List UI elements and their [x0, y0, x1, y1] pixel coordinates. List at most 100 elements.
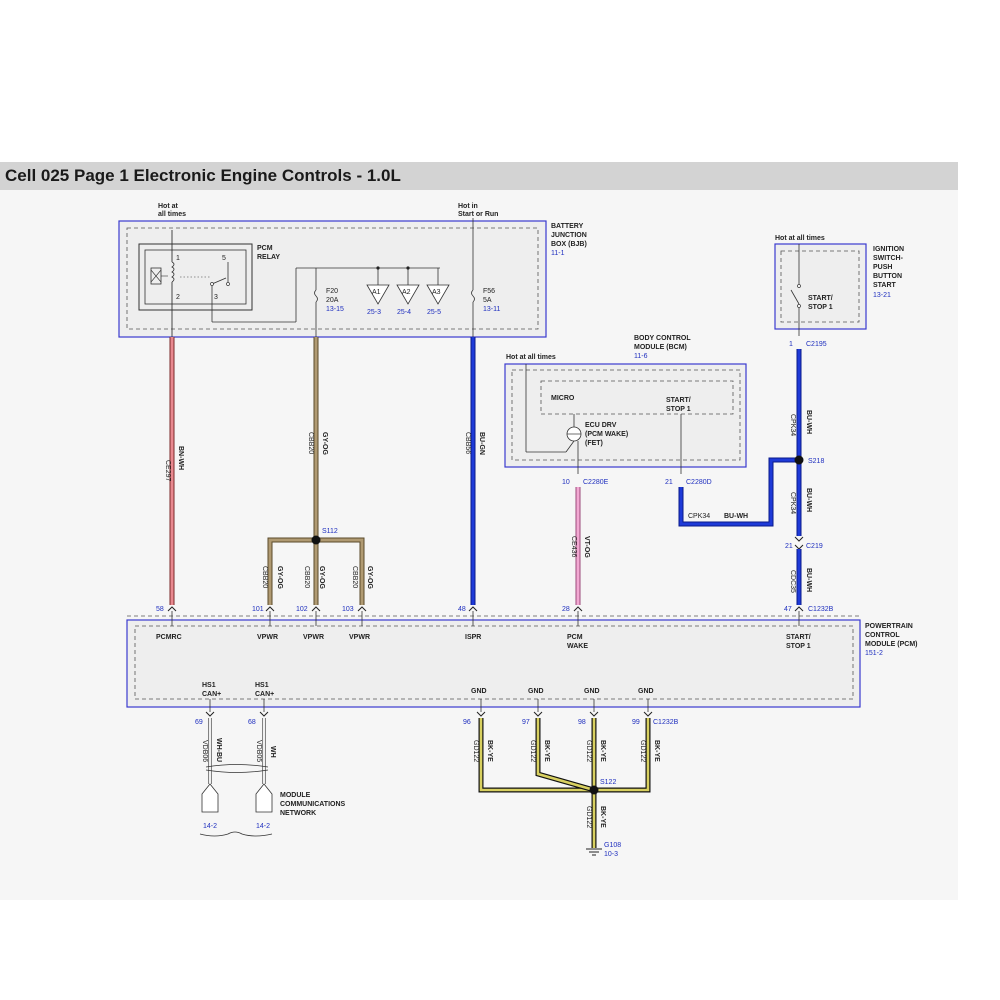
- vdb06-code: VDB06: [201, 740, 208, 762]
- c219-label: C219: [806, 543, 823, 550]
- ce297-color: BN-WH: [177, 446, 184, 470]
- bcm-pin-21: 21: [665, 479, 673, 486]
- cbb20-b1-code: CBB20: [261, 566, 268, 588]
- ign-start: START/: [808, 295, 833, 302]
- gd122-3-code: GD122: [585, 740, 592, 762]
- pcm-name-1: POWERTRAIN: [865, 623, 913, 630]
- can-pin-69: 69: [195, 719, 203, 726]
- bjb-start-run: Start or Run: [458, 211, 498, 218]
- pcm-can1-hs1: HS1: [202, 682, 216, 689]
- bcm-micro: MICRO: [551, 395, 575, 402]
- network-name-1: MODULE: [280, 792, 311, 799]
- wire-cbb56: CBB56 BU-GN: [464, 337, 485, 605]
- ign-name-3: PUSH: [873, 264, 892, 271]
- bcm-ref: 11-6: [634, 353, 648, 360]
- f20-ref: 13-15: [326, 306, 344, 313]
- ign-stop: STOP 1: [808, 304, 833, 311]
- ground-symbol-icon: [586, 848, 602, 856]
- ce436-color: VT-OG: [583, 536, 590, 558]
- f56-rating: 5A: [483, 297, 492, 304]
- bjb-name-2: JUNCTION: [551, 232, 587, 239]
- f20-rating: 20A: [326, 297, 339, 304]
- cbb56-code: CBB56: [464, 432, 471, 454]
- f20-label: F20: [326, 288, 338, 295]
- cbb20-b1-color: GY-OG: [276, 566, 283, 590]
- pcm-pin-48: 48: [458, 606, 466, 613]
- cbb20-b3-code: CBB20: [351, 566, 358, 588]
- cbb20-code: CBB20: [307, 432, 314, 454]
- can-pin-68: 68: [248, 719, 256, 726]
- a-feeds: A1 A2 A3 25-3 25-4 25-5: [366, 266, 450, 316]
- pcm-ref: 151-2: [865, 650, 883, 657]
- ign-name-1: IGNITION: [873, 246, 904, 253]
- network-ref-2: 14-2: [256, 823, 270, 830]
- pcm-can2-can: CAN+: [255, 691, 274, 698]
- network-node-2: [255, 783, 273, 813]
- pcm-relay: PCM RELAY 1 5 2 3: [138, 230, 440, 337]
- gnd-connector: C1232B: [653, 719, 679, 726]
- wire-ce297: CE297 BN-WH: [164, 337, 184, 605]
- cbb20-color: GY-OG: [321, 432, 328, 456]
- a3-ref: 25-5: [427, 309, 441, 316]
- gnd-pin-99: 99: [632, 719, 640, 726]
- s112-label: S112: [322, 528, 338, 535]
- cdc35-color: BU-WH: [805, 568, 812, 592]
- pcm-label-stop: STOP 1: [786, 643, 811, 650]
- pcm-connector-top: C1232B: [808, 606, 834, 613]
- relay-pin-3: 3: [214, 294, 218, 301]
- ign-connector: C2195: [806, 341, 827, 348]
- gd122-2-code: GD122: [529, 740, 536, 762]
- pcm-top-pins: 58 101 102 103 48 28 47 C1232B PCMRC VPW…: [156, 606, 834, 650]
- cdc35-code: CDC35: [789, 570, 796, 593]
- relay-label-2: RELAY: [257, 254, 280, 261]
- gnd-pin-96: 96: [463, 719, 471, 726]
- splice-s112-branches: S112 CBB20 GY-OG CBB20 GY-OG CBB20 GY-OG: [261, 528, 373, 605]
- bjb-hot-at: Hot at: [158, 203, 179, 210]
- s122-label: S122: [600, 779, 616, 786]
- ign-name-4: BUTTON: [873, 273, 902, 280]
- pcm-gnd-2: GND: [528, 688, 544, 695]
- cpk34-up-color: BU-WH: [805, 410, 812, 434]
- connector-c219: 21 C219: [785, 536, 823, 550]
- network-node-1: [201, 783, 219, 813]
- gd122-4-color: BK-YE: [653, 740, 660, 762]
- vdb05-color: WH: [269, 746, 276, 758]
- pcm-gnd-3: GND: [584, 688, 600, 695]
- gd122-5-code: GD122: [585, 806, 592, 828]
- wire-cpk34-lower: S218 CPK34 BU-WH: [789, 455, 824, 536]
- wire-ce436: CE436 VT-OG: [570, 487, 590, 605]
- ign-name-2: SWITCH-: [873, 255, 904, 262]
- page-title: Cell 025 Page 1 Electronic Engine Contro…: [5, 166, 401, 185]
- a1-label: A1: [372, 289, 381, 296]
- pcm-pin-102: 102: [296, 606, 308, 613]
- pcm-label-start: START/: [786, 634, 811, 641]
- bcm-start: START/: [666, 397, 691, 404]
- cpk34-lo-code: CPK34: [789, 492, 796, 514]
- ign-pin: 1: [789, 341, 793, 348]
- pcm-label-vpwr-3: VPWR: [349, 634, 370, 641]
- cpk34-h-color: BU-WH: [724, 513, 748, 520]
- ign-ref: 13-21: [873, 292, 891, 299]
- ground-wires: 96 97 98 99 C1232B S122 GD122 BK-YE GD12…: [463, 699, 679, 858]
- wire-cbb20-main: CBB20 GY-OG: [307, 337, 328, 540]
- gd122-1-color: BK-YE: [486, 740, 493, 762]
- pcm-gnd-1: GND: [471, 688, 487, 695]
- gd122-4-code: GD122: [639, 740, 646, 762]
- bjb-hot-in: Hot in: [458, 203, 478, 210]
- ground-ref: 10-3: [604, 851, 618, 858]
- pcm-can1-can: CAN+: [202, 691, 221, 698]
- can-bus: 69 68 VDB06 WH-BU VDB05 WH 14-2 14-2 MOD…: [195, 699, 346, 837]
- a2-ref: 25-4: [397, 309, 411, 316]
- relay-pin-1: 1: [176, 255, 180, 262]
- relay-pin-5: 5: [222, 255, 226, 262]
- bjb-name-1: BATTERY: [551, 223, 584, 230]
- bcm-ecu-1: ECU DRV: [585, 422, 617, 429]
- network-brace: [199, 831, 273, 837]
- s112-dot: [311, 535, 321, 545]
- bcm-name-1: BODY CONTROL: [634, 335, 691, 342]
- ignition-switch: Hot at all times START/ STOP 1 IGNITION …: [774, 235, 904, 348]
- wire-cpk34-upper: CPK34 BU-WH: [789, 349, 812, 460]
- powertrain-control-module: POWERTRAIN CONTROL MODULE (PCM) 151-2: [126, 606, 918, 708]
